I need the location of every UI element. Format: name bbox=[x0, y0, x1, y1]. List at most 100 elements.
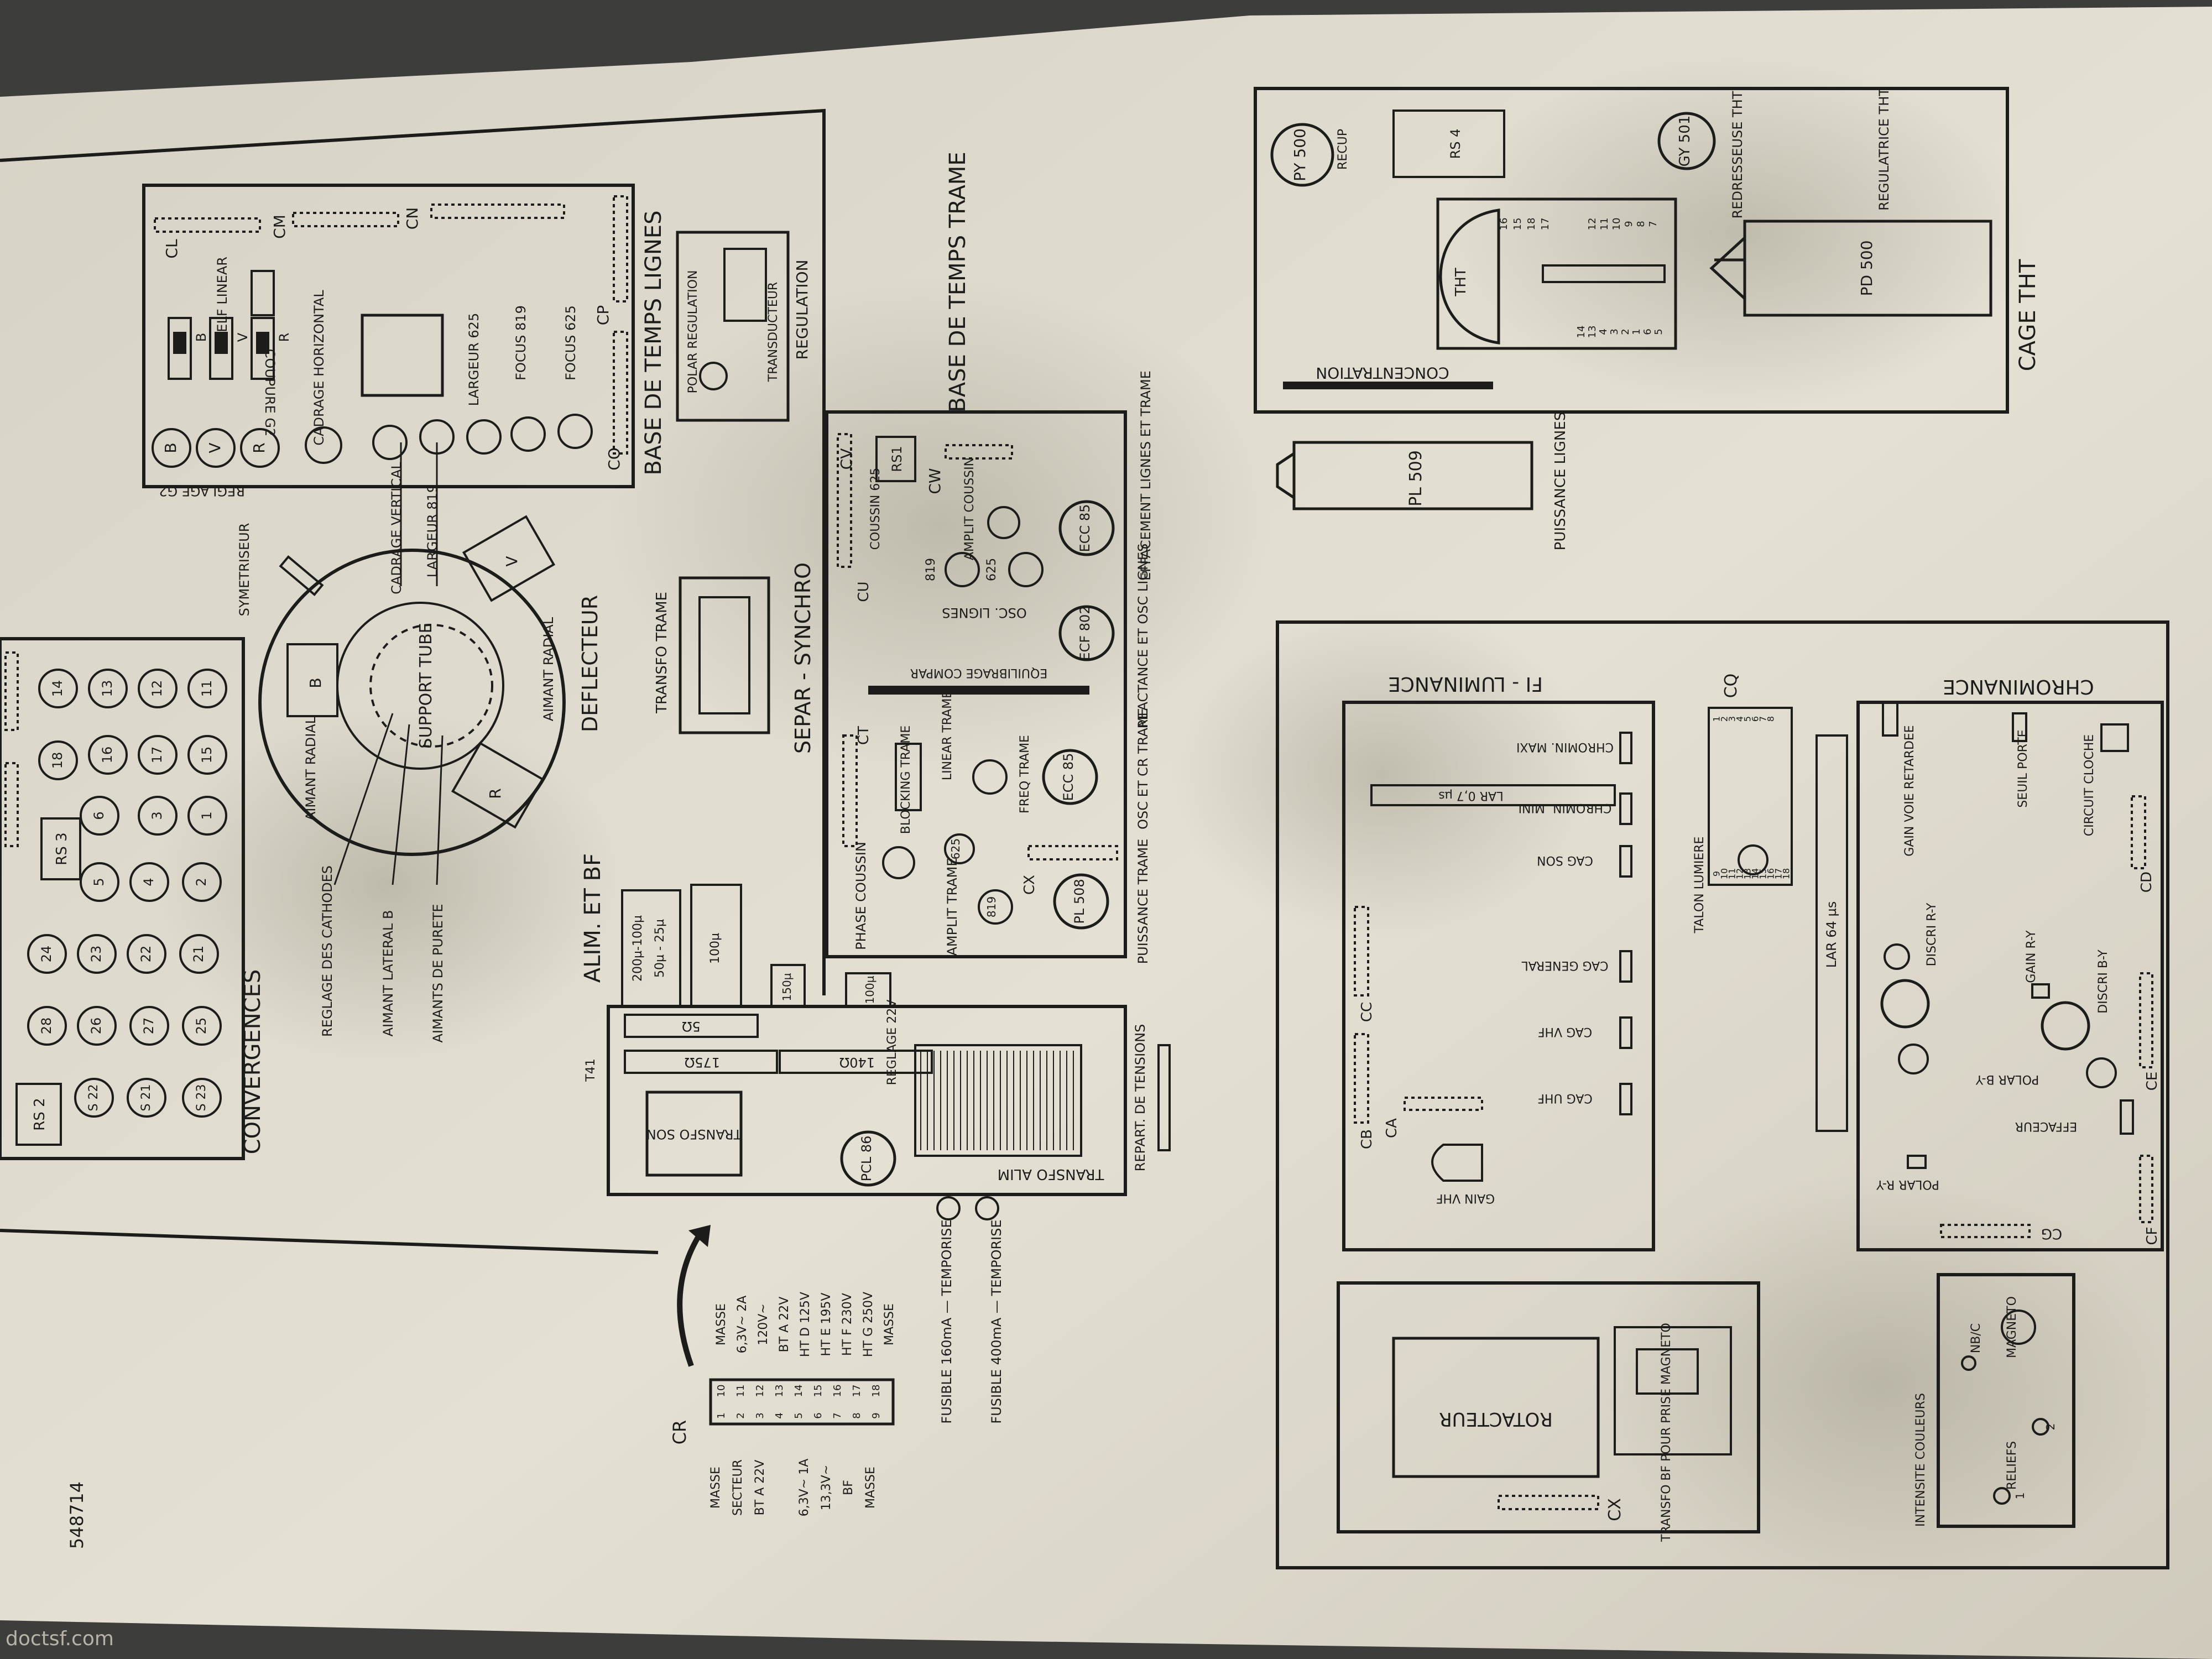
convergence-pot[interactable] bbox=[187, 796, 227, 836]
repart-connector bbox=[1157, 1044, 1171, 1151]
trame-title: BASE DE TEMPS TRAME bbox=[945, 152, 971, 412]
convergence-pot[interactable] bbox=[77, 1006, 117, 1046]
focus-625-pot[interactable] bbox=[557, 414, 593, 449]
fi-adjust-slot[interactable] bbox=[1619, 1016, 1632, 1049]
blocking-label: BLOCKING TRAME bbox=[899, 726, 913, 834]
convergence-pot[interactable] bbox=[138, 669, 178, 708]
freq-trame-pot[interactable] bbox=[972, 759, 1008, 795]
amplit-trame-625-pot[interactable] bbox=[944, 833, 975, 864]
tht-pin: 18 bbox=[1526, 218, 1537, 231]
fi-adjust-slot[interactable] bbox=[1619, 732, 1632, 764]
phase-coussin-pot[interactable] bbox=[882, 846, 915, 879]
connector-cg bbox=[1940, 1224, 2031, 1238]
convergence-pot[interactable] bbox=[27, 934, 67, 974]
trame-section: BASE DE TEMPS TRAME TRANSFO TRAME SEPAR … bbox=[654, 152, 1154, 964]
adj-pot[interactable] bbox=[372, 425, 408, 460]
polar-ry-slot[interactable] bbox=[1907, 1155, 1927, 1169]
convergence-pot[interactable] bbox=[187, 735, 227, 775]
polar-regulation-pot[interactable] bbox=[699, 362, 728, 390]
cq-block bbox=[1708, 707, 1793, 886]
convergence-pot[interactable] bbox=[138, 735, 178, 775]
chroma-section: CHROMINANCE CIRCUIT CLOCHE SEUIL PORTE G… bbox=[1876, 675, 2161, 1245]
cadrage-h-pot[interactable] bbox=[305, 426, 342, 464]
convergence-pot[interactable] bbox=[27, 1006, 67, 1046]
tht-core bbox=[1542, 264, 1666, 283]
osc-lignes-819-pot[interactable] bbox=[945, 552, 980, 587]
convergence-pot[interactable] bbox=[88, 669, 128, 708]
tht-pin: 3 bbox=[1609, 328, 1620, 335]
coupure-g2-switch[interactable] bbox=[251, 317, 275, 380]
relief-1-label: 1 bbox=[2013, 1493, 2027, 1500]
convergence-pot-number: 13 bbox=[100, 680, 115, 697]
largeur-625-pot[interactable] bbox=[466, 419, 502, 455]
reglage-g2-pot[interactable] bbox=[196, 428, 236, 468]
reglage-g2-pot[interactable] bbox=[240, 428, 280, 468]
convergence-pot-number: 24 bbox=[39, 946, 54, 963]
relief-1-pot[interactable] bbox=[1993, 1487, 2011, 1505]
reglage-g2-pot[interactable] bbox=[152, 428, 191, 468]
cr-title: CR bbox=[669, 1420, 690, 1445]
pl509-tube bbox=[1292, 441, 1533, 510]
convergence-pot[interactable] bbox=[182, 862, 222, 902]
discri-by-coil[interactable] bbox=[2041, 1001, 2090, 1051]
fi-adjust-slot[interactable] bbox=[1619, 845, 1632, 878]
gain-voie-slot[interactable] bbox=[1882, 701, 1898, 737]
convergence-s-pot[interactable] bbox=[182, 1078, 222, 1118]
convergence-pot-number: 1 bbox=[199, 811, 215, 820]
cap-100-a-label: 100µ bbox=[708, 933, 722, 964]
convergence-pot[interactable] bbox=[179, 934, 219, 974]
discri-ry-pot[interactable] bbox=[1884, 943, 1910, 970]
gain-vhf-pot[interactable] bbox=[1431, 1144, 1483, 1182]
magneto-socket[interactable] bbox=[2001, 1310, 2036, 1345]
cq-pin-number: 18 bbox=[1781, 868, 1792, 879]
polar-by-pot[interactable] bbox=[2086, 1057, 2117, 1088]
relief-2-pot[interactable] bbox=[2032, 1418, 2049, 1436]
transfo-trame bbox=[679, 576, 770, 734]
cr-right-label: 6,3V~ 2A bbox=[735, 1296, 749, 1354]
amplit-trame-819-pot[interactable] bbox=[978, 889, 1013, 925]
convergence-s-pot[interactable] bbox=[74, 1078, 114, 1118]
cr-connector bbox=[709, 1378, 895, 1426]
convergence-pot[interactable] bbox=[38, 740, 78, 780]
stain bbox=[608, 276, 1272, 774]
effaceur-slot[interactable] bbox=[2120, 1099, 2134, 1135]
convergence-pot[interactable] bbox=[77, 934, 117, 974]
nbc-switch[interactable] bbox=[1961, 1355, 1976, 1371]
convergence-pot[interactable] bbox=[182, 1006, 222, 1046]
convergence-pot[interactable] bbox=[187, 669, 227, 708]
res-140-label: 140Ω bbox=[839, 1055, 875, 1070]
convergence-pot[interactable] bbox=[80, 862, 119, 902]
convergence-s-pot[interactable] bbox=[127, 1078, 166, 1118]
convergence-pot[interactable] bbox=[38, 669, 78, 708]
watermark: doctsf.com bbox=[6, 1627, 114, 1650]
convergence-pot[interactable] bbox=[129, 1006, 169, 1046]
pl509-label: PL 509 bbox=[1406, 450, 1426, 507]
coupure-g2-switch[interactable] bbox=[209, 317, 233, 380]
circuit-cloche-box[interactable] bbox=[2100, 723, 2129, 752]
coupure-g2-switch[interactable] bbox=[168, 317, 192, 380]
focus-819-pot[interactable] bbox=[510, 416, 546, 452]
cq-pin-number: 6 bbox=[1750, 716, 1761, 722]
ecf802-label: ECF 802 bbox=[1077, 606, 1093, 660]
convergence-pot[interactable] bbox=[80, 796, 119, 836]
convergence-pot[interactable] bbox=[138, 796, 178, 836]
reglage-g2-label: REGLAGE G2 bbox=[159, 483, 245, 499]
fi-adjust-slot[interactable] bbox=[1619, 792, 1632, 825]
seuil-porte-slot[interactable] bbox=[2012, 712, 2027, 742]
concentration-label: CONCENTRATION bbox=[1316, 364, 1449, 382]
py500-tube bbox=[1270, 123, 1334, 187]
convergence-pot[interactable] bbox=[88, 735, 128, 775]
amplit-coussin-pot[interactable] bbox=[987, 506, 1020, 539]
symetriseur[interactable] bbox=[279, 555, 324, 596]
ry-pot[interactable] bbox=[1898, 1044, 1929, 1074]
regulatrice-label: REGULATRICE THT bbox=[1876, 88, 1892, 211]
convergence-pot-number: 21 bbox=[191, 946, 206, 963]
convergence-pot[interactable] bbox=[129, 862, 169, 902]
discri-ry-coil[interactable] bbox=[1880, 979, 1930, 1029]
fi-adjust-slot[interactable] bbox=[1619, 1083, 1632, 1115]
gain-ry-slot[interactable] bbox=[2031, 983, 2050, 999]
convergence-pot[interactable] bbox=[127, 934, 166, 974]
osc-lignes-625-pot[interactable] bbox=[1008, 552, 1044, 587]
talon-lumiere-pot[interactable] bbox=[1738, 844, 1768, 875]
fi-adjust-slot[interactable] bbox=[1619, 950, 1632, 983]
